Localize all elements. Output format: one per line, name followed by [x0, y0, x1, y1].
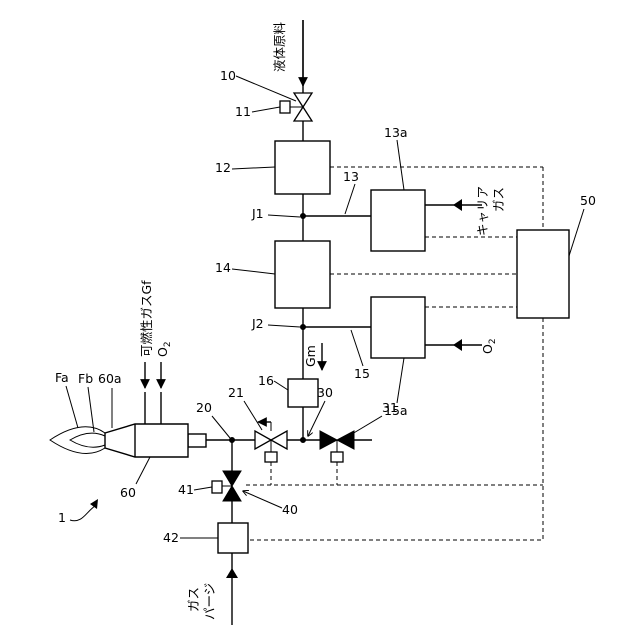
- actuator-31: [331, 452, 343, 462]
- oxygen-main-label: O2: [480, 338, 498, 354]
- leader-15a: [397, 358, 404, 403]
- flame-fb: [70, 433, 105, 447]
- flame-a-label: Fa: [55, 370, 69, 385]
- purge-regulator-42: [218, 523, 248, 553]
- flame-group: [50, 427, 105, 454]
- ref-12: 12: [215, 160, 231, 175]
- actuator-11: [280, 101, 290, 113]
- leader-14: [232, 269, 275, 274]
- controller-50: [517, 230, 569, 318]
- ref-20: 20: [196, 400, 212, 415]
- ref-60a: 60a: [98, 371, 122, 386]
- ref-60: 60: [120, 485, 136, 500]
- leader-1: [70, 506, 95, 521]
- purge-gas-label-1: パージ: [202, 583, 217, 620]
- ref-13: 13: [343, 169, 359, 184]
- ref-14: 14: [215, 260, 231, 275]
- carrier-gas-label-1: キャリア: [475, 186, 490, 236]
- ref-41: 41: [178, 482, 194, 497]
- combustible-gas-label: 可燃性ガスGf: [139, 280, 154, 357]
- valve-40[interactable]: [212, 471, 241, 501]
- oxygen-controller-15a: [371, 297, 425, 358]
- junction-j2-label: J2: [251, 316, 264, 331]
- leader-21: [244, 401, 262, 430]
- sensor-16: [288, 379, 318, 407]
- leader-11: [252, 107, 280, 112]
- mixer-14: [275, 241, 330, 308]
- leader-60: [136, 457, 150, 484]
- ref-21: 21: [228, 385, 244, 400]
- ref-13a: 13a: [384, 125, 408, 140]
- leader-16: [274, 381, 288, 390]
- junction-j1-label: J1: [251, 206, 264, 221]
- actuator-21: [265, 452, 277, 462]
- purge-gas-label-2: ガス: [186, 587, 201, 612]
- leader-fb: [88, 387, 94, 432]
- leader-40: [243, 491, 282, 508]
- carrier-gas-label-2: ガス: [491, 187, 506, 212]
- junction-30: [301, 438, 306, 443]
- actuator-41: [212, 481, 222, 493]
- carrier-gas-arrow: [453, 199, 462, 211]
- liquid-raw-material-label: 液体原料: [272, 21, 287, 72]
- leader-13a: [397, 140, 404, 190]
- ref-31: 31: [382, 400, 398, 415]
- ref-10: 10: [220, 68, 236, 83]
- ref-16: 16: [258, 373, 274, 388]
- leader-20: [212, 416, 230, 438]
- ref-1: 1: [58, 510, 66, 525]
- leader-j2: [268, 325, 300, 327]
- purge-gas-arrow: [226, 568, 238, 578]
- leader-fa: [66, 386, 78, 428]
- leader-41: [194, 487, 212, 490]
- leader-13: [345, 184, 355, 214]
- ref-50: 50: [580, 193, 596, 208]
- ref-42: 42: [163, 530, 179, 545]
- leader-12: [232, 167, 275, 169]
- leader-50: [569, 209, 584, 256]
- valve-10[interactable]: [280, 93, 312, 121]
- leader-15: [351, 330, 363, 366]
- valve-31[interactable]: [320, 431, 354, 462]
- oxygen-burner-label: O2: [155, 341, 173, 357]
- flame-fa: [50, 427, 105, 454]
- oxygen-main-arrow: [453, 339, 462, 351]
- flame-b-label: Fb: [78, 371, 93, 386]
- leader-j1: [268, 215, 300, 217]
- ref-40: 40: [282, 502, 298, 517]
- burner-60: [105, 392, 206, 457]
- carrier-controller-13a: [371, 190, 425, 251]
- valve-21[interactable]: [255, 431, 287, 462]
- leader-10: [236, 76, 296, 101]
- gas-mixture-label: Gm: [303, 345, 318, 367]
- ref-15: 15: [354, 366, 370, 381]
- leader-31: [352, 416, 382, 434]
- ref-11: 11: [235, 104, 251, 119]
- ref-30: 30: [317, 385, 333, 400]
- vaporizer-12: [275, 141, 330, 194]
- leader-1-arrowhead: [90, 499, 98, 509]
